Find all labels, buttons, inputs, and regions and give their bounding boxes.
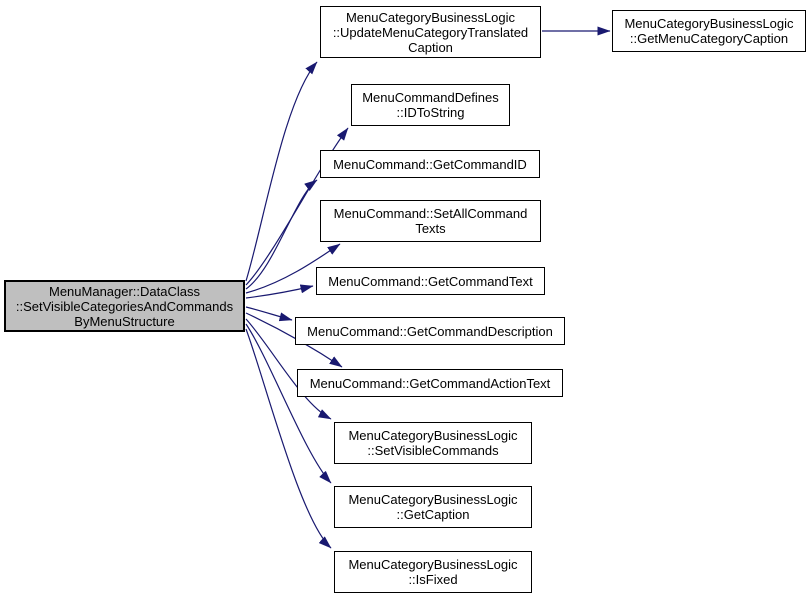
node-label-line: Caption <box>408 39 453 55</box>
node-label-line: ::GetMenuCategoryCaption <box>629 31 789 46</box>
edge-main-to-is-fixed <box>245 328 332 549</box>
edge-main-to-set-visible-commands <box>245 318 332 420</box>
node-label-line: MenuCommand::GetCommandActionText <box>309 375 551 391</box>
node-label-line: MenuCategoryBusinessLogic <box>348 557 518 572</box>
edge-main-to-get-command-text <box>245 284 314 299</box>
node-main-set-visible-categories-and-commands-by-menu-structure: MenuManager::DataClass ::SetVisibleCateg… <box>4 280 245 332</box>
node-is-fixed[interactable]: MenuCategoryBusinessLogic ::IsFixed <box>334 551 532 593</box>
node-get-command-id[interactable]: MenuCommand::GetCommandID <box>320 150 540 178</box>
node-label-line: ::IsFixed <box>408 572 458 587</box>
node-label-line: MenuCommandDefines <box>362 90 499 105</box>
node-label-line: Texts <box>415 221 446 236</box>
node-label-line: ::SetVisibleCategoriesAndCommands <box>15 298 234 314</box>
node-set-all-command-texts[interactable]: MenuCommand::SetAllCommand Texts <box>320 200 541 242</box>
node-label-line: ::IDToString <box>396 105 465 120</box>
node-label-line: ByMenuStructure <box>74 313 175 329</box>
node-label-line: MenuCommand::GetCommandID <box>333 156 527 172</box>
edge-main-to-update-caption <box>245 61 318 282</box>
node-label-line: MenuCategoryBusinessLogic <box>345 9 516 25</box>
node-label-line: MenuCommand::GetCommandDescription <box>307 323 553 339</box>
node-update-menu-category-translated-caption[interactable]: MenuCategoryBusinessLogic ::UpdateMenuCa… <box>320 6 541 58</box>
edge-main-to-get-command-id <box>245 179 318 290</box>
edge-main-to-get-command-description <box>245 306 293 322</box>
node-label-line: MenuCategoryBusinessLogic <box>348 428 518 443</box>
node-label-line: ::UpdateMenuCategoryTranslated <box>332 24 529 40</box>
node-label-line: MenuCategoryBusinessLogic <box>624 16 794 31</box>
node-label-line: MenuManager::DataClass <box>48 283 201 299</box>
node-get-caption[interactable]: MenuCategoryBusinessLogic ::GetCaption <box>334 486 532 528</box>
node-get-menu-category-caption[interactable]: MenuCategoryBusinessLogic ::GetMenuCateg… <box>612 10 806 52</box>
node-label-line: ::GetCaption <box>396 507 470 522</box>
node-label-line: MenuCommand::SetAllCommand <box>333 206 528 221</box>
node-set-visible-commands[interactable]: MenuCategoryBusinessLogic ::SetVisibleCo… <box>334 422 532 464</box>
node-id-to-string[interactable]: MenuCommandDefines ::IDToString <box>351 84 510 126</box>
edge-main-to-get-caption <box>245 323 332 484</box>
node-label-line: ::SetVisibleCommands <box>367 443 499 458</box>
node-label-line: MenuCommand::GetCommandText <box>328 273 533 289</box>
node-label-line: MenuCategoryBusinessLogic <box>348 492 518 507</box>
edge-main-to-set-all-command-texts <box>245 243 341 294</box>
node-get-command-description[interactable]: MenuCommand::GetCommandDescription <box>295 317 565 345</box>
node-get-command-action-text[interactable]: MenuCommand::GetCommandActionText <box>297 369 563 397</box>
node-get-command-text[interactable]: MenuCommand::GetCommandText <box>316 267 545 295</box>
